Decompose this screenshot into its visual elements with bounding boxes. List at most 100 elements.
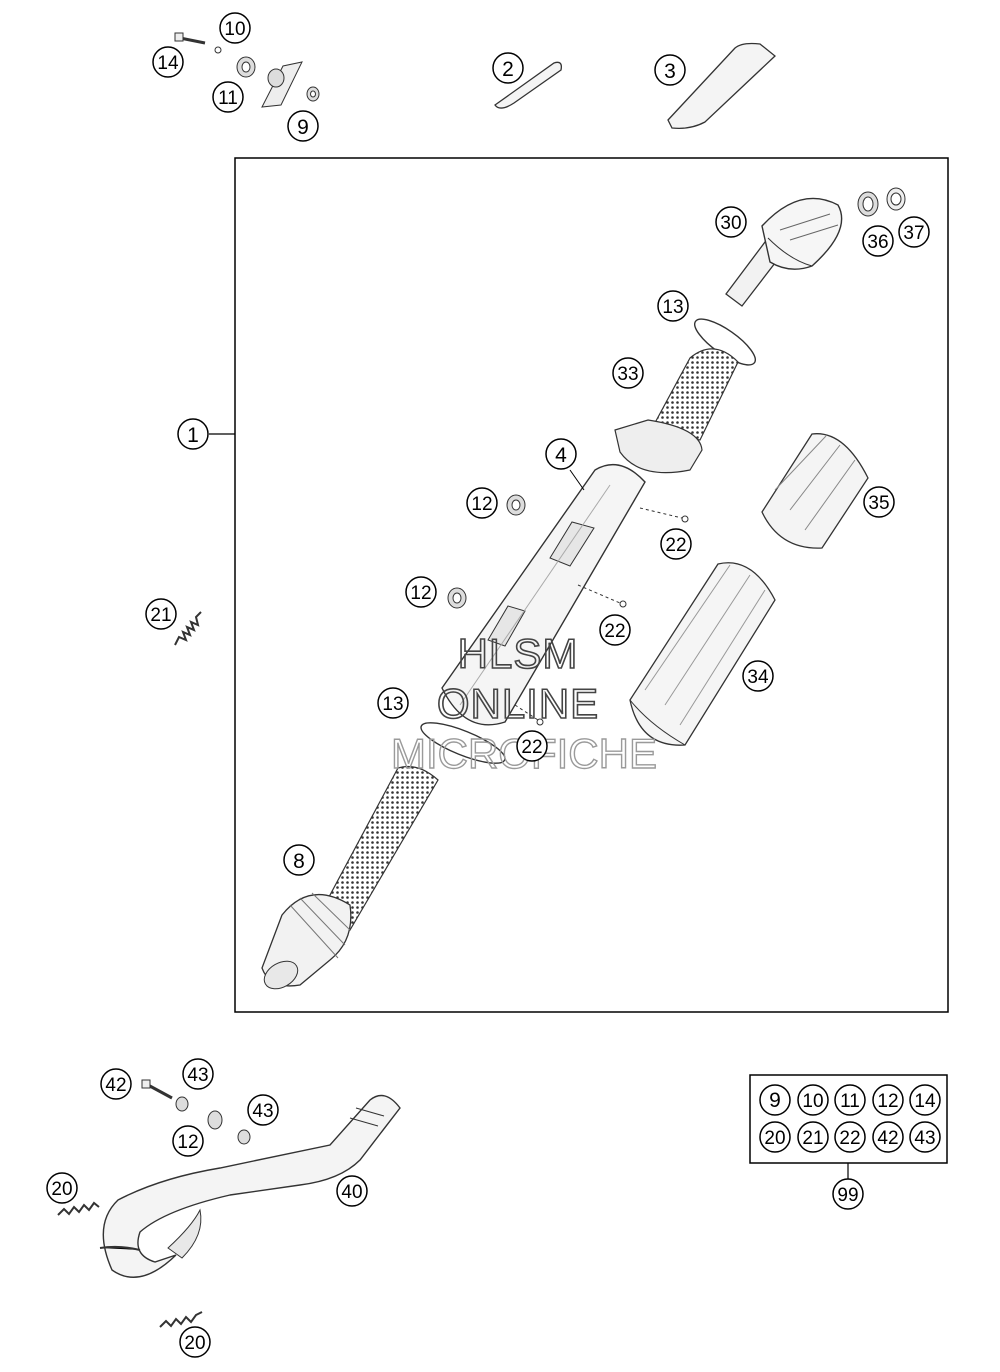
callout-43: 43 — [247, 1094, 279, 1126]
part-screw-22-c — [536, 718, 544, 726]
part-screw-22-b — [619, 600, 627, 608]
watermark: HLSM ONLINE MICROFICHE — [390, 629, 657, 778]
kit-callout-14: 14 — [909, 1084, 941, 1116]
callout-label: 99 — [837, 1185, 858, 1206]
callout-label: 40 — [341, 1182, 362, 1203]
callout-label: 12 — [877, 1091, 898, 1112]
callout-label: 11 — [840, 1091, 860, 1112]
callout-label: 13 — [382, 694, 403, 715]
callout-1: 1 — [177, 418, 209, 450]
kit-callout-20: 20 — [759, 1121, 791, 1153]
kit-callout-43: 43 — [909, 1121, 941, 1153]
callout-9: 9 — [287, 110, 319, 142]
callout-label: 1 — [187, 424, 199, 447]
kit-callout-11: 11 — [834, 1084, 866, 1116]
part-spring-20-a — [57, 1201, 100, 1216]
kit-callout-22: 22 — [834, 1121, 866, 1153]
part-protector-3 — [667, 42, 776, 130]
callout-20: 20 — [179, 1326, 211, 1358]
callout-20: 20 — [46, 1172, 78, 1204]
callout-label: 10 — [802, 1091, 823, 1112]
kit-callout-12: 12 — [872, 1084, 904, 1116]
callout-12: 12 — [172, 1125, 204, 1157]
callout-label: 14 — [914, 1091, 936, 1112]
callout-label: 37 — [903, 223, 924, 244]
callout-label: 21 — [802, 1128, 823, 1149]
callout-label: 33 — [617, 364, 638, 385]
callout-43: 43 — [182, 1058, 214, 1090]
kit-callout-21: 21 — [797, 1121, 829, 1153]
callout-2: 2 — [492, 52, 524, 84]
callout-22: 22 — [516, 730, 548, 762]
callout-42: 42 — [100, 1068, 132, 1100]
leader-line — [639, 507, 683, 519]
callout-22: 22 — [660, 528, 692, 560]
callout-label: 34 — [747, 667, 769, 688]
callout-label: 13 — [662, 297, 683, 318]
part-end-cap-30 — [725, 197, 843, 307]
kit-callout-10: 10 — [797, 1084, 829, 1116]
callout-label: 36 — [867, 232, 888, 253]
kit-callout-42: 42 — [872, 1121, 904, 1153]
callout-3: 3 — [654, 54, 686, 86]
leader-line — [514, 704, 539, 721]
callout-label: 12 — [410, 583, 431, 604]
callout-13: 13 — [377, 687, 409, 719]
callout-4: 4 — [545, 438, 577, 470]
callout-12: 12 — [405, 576, 437, 608]
part-nut-9 — [306, 86, 320, 102]
part-ring-36 — [857, 191, 879, 217]
part-protector-2 — [494, 61, 562, 109]
callout-label: 12 — [177, 1132, 198, 1153]
callout-label: 3 — [664, 60, 676, 83]
callout-label: 35 — [868, 493, 889, 514]
callout-label: 20 — [51, 1179, 72, 1200]
callout-label: 4 — [555, 444, 567, 467]
callout-label: 30 — [720, 213, 741, 234]
callout-label: 14 — [157, 53, 179, 74]
callout-12: 12 — [466, 487, 498, 519]
callout-30: 30 — [715, 206, 747, 238]
callout-label: 22 — [665, 535, 686, 556]
callout-36: 36 — [862, 225, 894, 257]
part-bracket — [261, 61, 303, 108]
callout-label: 9 — [297, 116, 309, 139]
callout-99: 99 — [832, 1178, 864, 1210]
part-grommet-11 — [236, 56, 256, 78]
part-spring-20-b — [159, 1311, 203, 1328]
part-ring-37 — [886, 187, 906, 211]
callout-label: 22 — [839, 1128, 860, 1149]
callout-label: 9 — [769, 1089, 781, 1112]
part-washer-43-b — [237, 1129, 251, 1145]
callout-label: 43 — [252, 1101, 273, 1122]
callout-8: 8 — [283, 844, 315, 876]
watermark-line-2: ONLINE — [437, 680, 599, 727]
callout-label: 42 — [877, 1128, 898, 1149]
callout-label: 43 — [914, 1128, 935, 1149]
part-screw-22-a — [681, 515, 689, 523]
part-bolt-14 — [174, 32, 206, 45]
callout-label: 2 — [502, 58, 514, 81]
callout-label: 43 — [187, 1065, 208, 1086]
callout-label: 20 — [184, 1333, 205, 1354]
callout-33: 33 — [612, 357, 644, 389]
callout-label: 12 — [471, 494, 492, 515]
callout-22: 22 — [599, 614, 631, 646]
part-perforated-tube-8 — [261, 765, 439, 990]
callout-11: 11 — [212, 81, 244, 113]
part-gasket-13-lower — [420, 722, 506, 764]
part-spring-21 — [174, 611, 202, 646]
callout-label: 11 — [218, 88, 238, 109]
part-washer-10 — [214, 46, 222, 54]
leader-line — [569, 469, 585, 491]
callout-40: 40 — [336, 1175, 368, 1207]
kit-callout-9: 9 — [759, 1084, 791, 1116]
watermark-line-1: HLSM — [458, 630, 579, 677]
part-header-pipe-40 — [99, 1094, 401, 1278]
callout-14: 14 — [152, 46, 184, 78]
callout-label: 42 — [105, 1075, 126, 1096]
part-insert-33 — [614, 348, 739, 474]
callout-21: 21 — [145, 598, 177, 630]
callout-label: 10 — [224, 19, 245, 40]
callout-label: 8 — [293, 850, 305, 873]
